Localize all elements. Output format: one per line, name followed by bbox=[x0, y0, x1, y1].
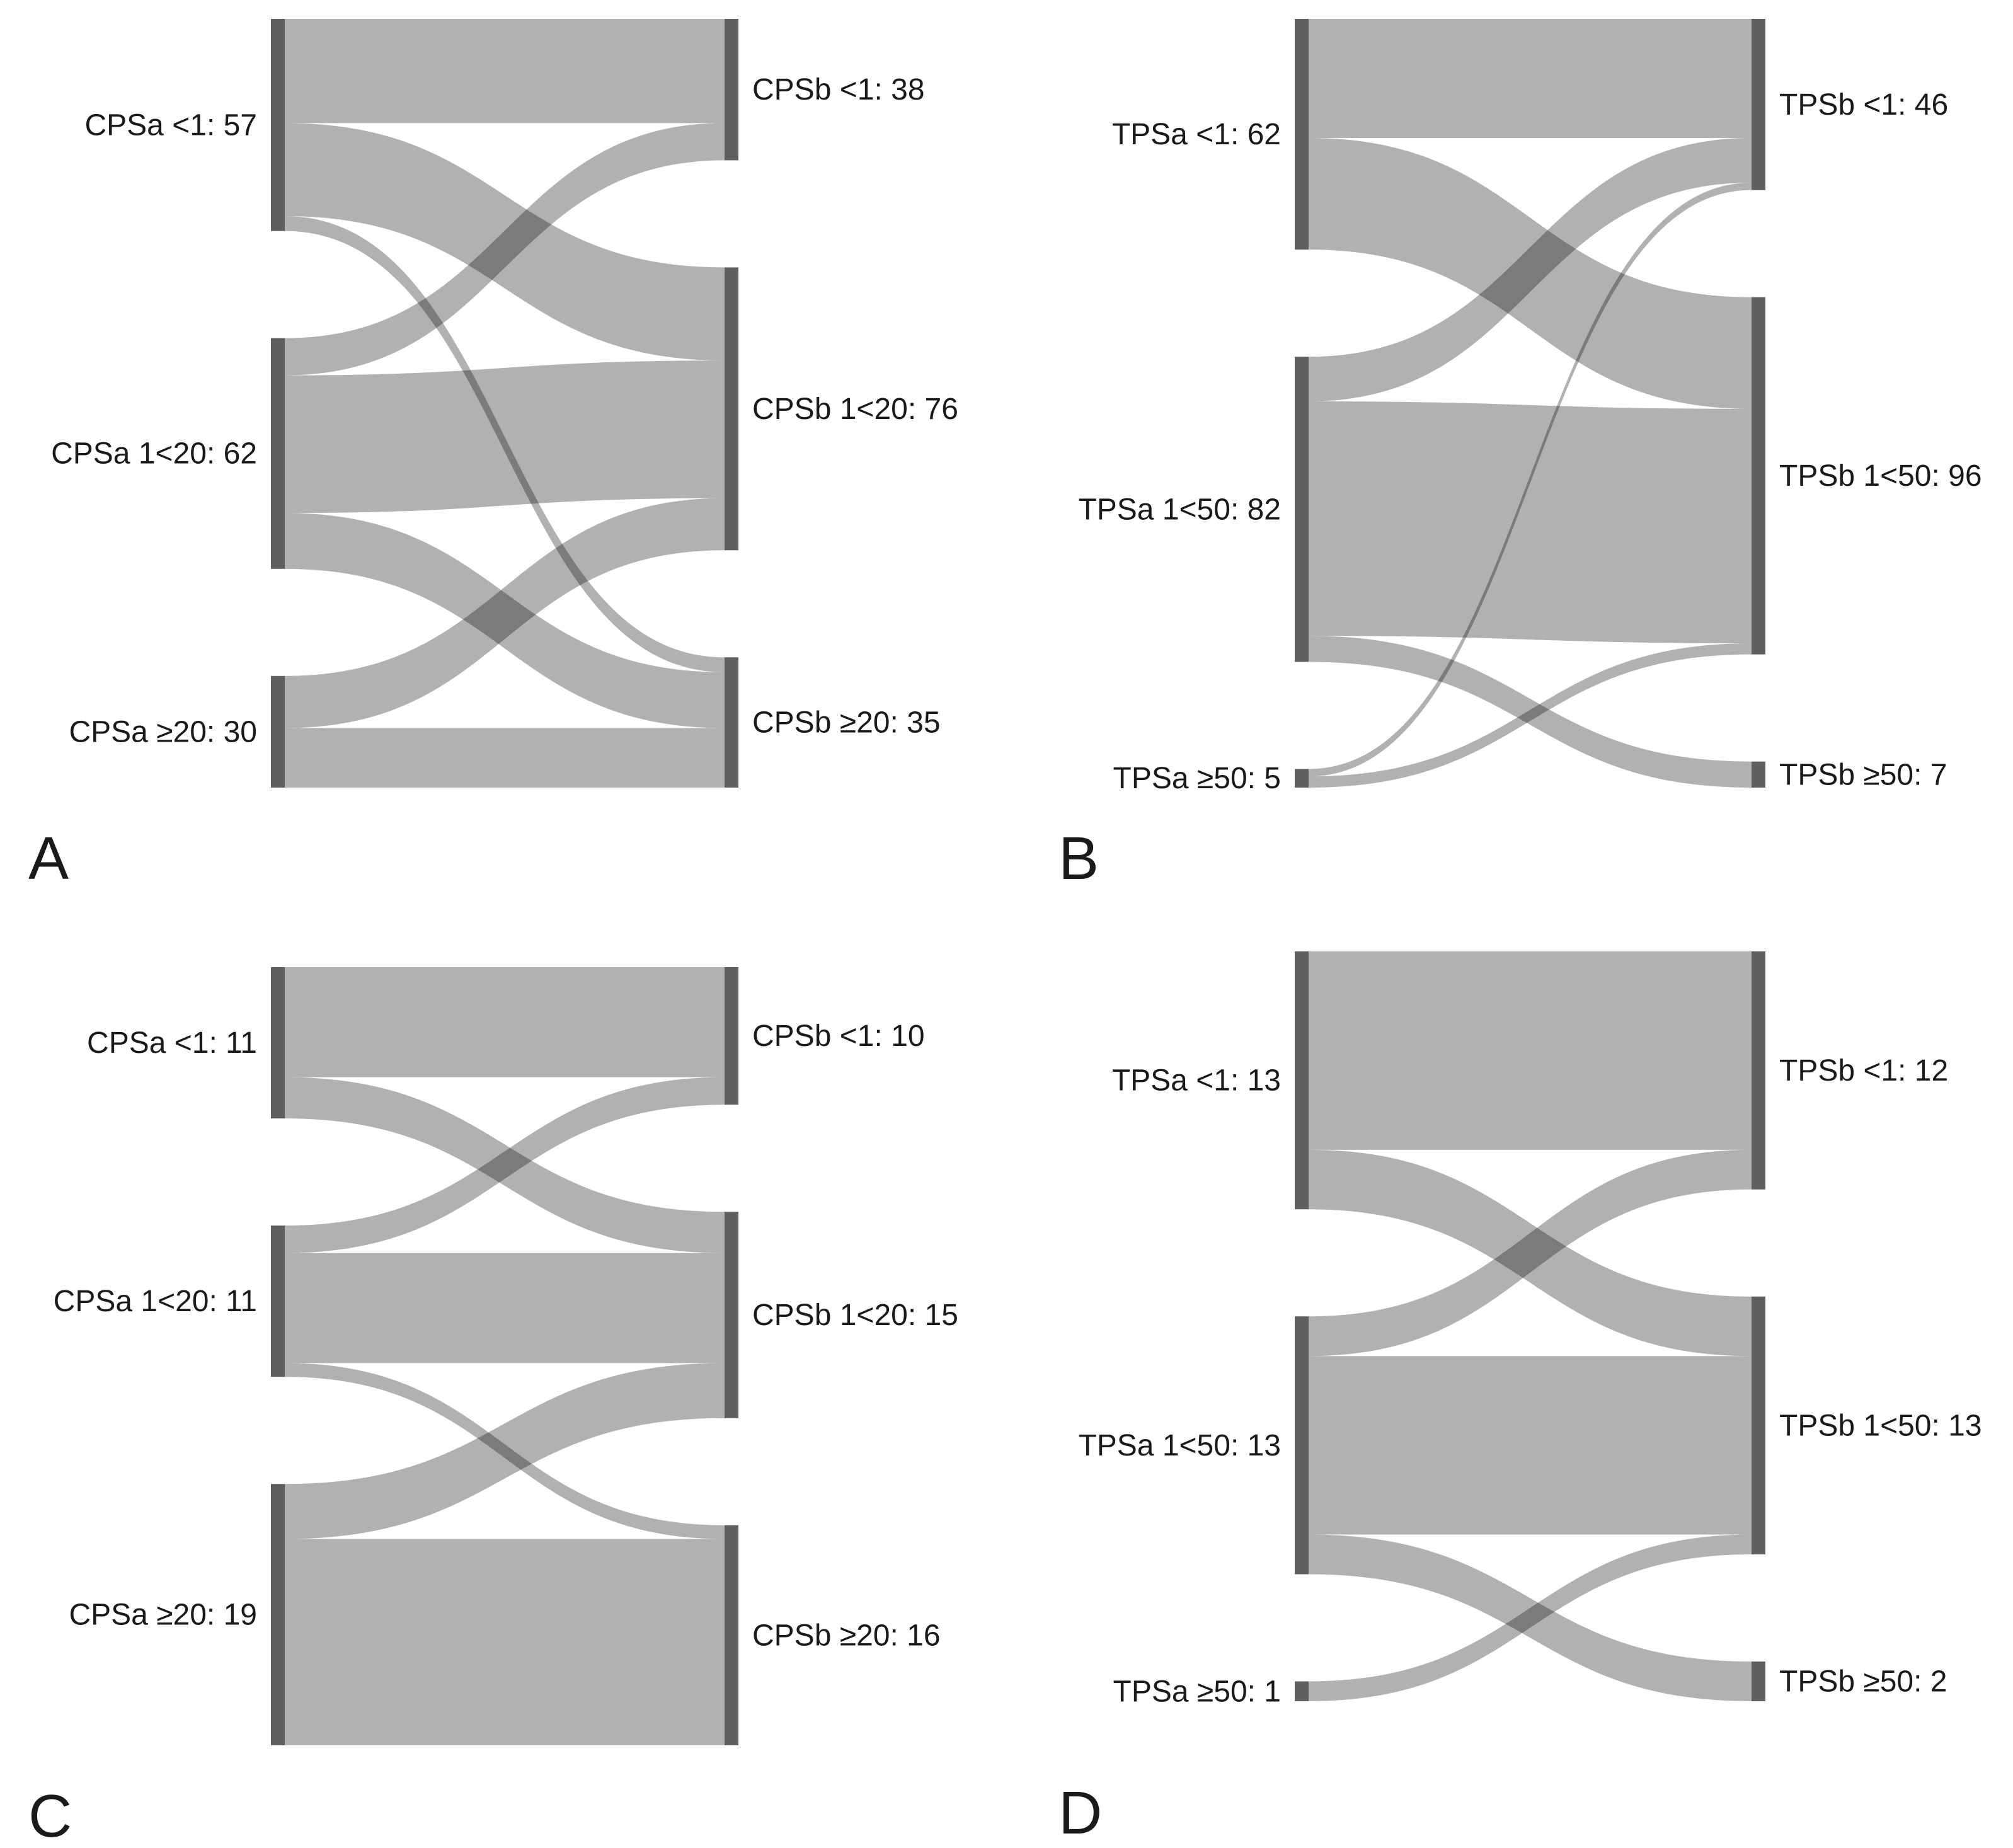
right-node-label-1: CPSb 1<20: 15 bbox=[752, 1299, 958, 1332]
left-node-label-0: TPSa <1: 13 bbox=[1112, 1064, 1281, 1098]
right-node-label-2: CPSb ≥20: 35 bbox=[752, 706, 941, 740]
left-node-1 bbox=[271, 338, 285, 569]
left-node-0 bbox=[271, 967, 285, 1119]
left-node-0 bbox=[271, 19, 285, 231]
flows bbox=[285, 19, 725, 788]
flow-2-to-2 bbox=[285, 728, 725, 788]
left-node-label-0: CPSa <1: 57 bbox=[84, 108, 257, 142]
panel-a: CPSa <1: 57 CPSa 1<20: 62 CPSa ≥20: 30 CPSb… bbox=[28, 19, 958, 892]
panel-d: TPSa <1: 13 TPSa 1<50: 13 TPSa ≥50: 1 TPSb … bbox=[1058, 951, 1982, 1847]
right-node-1 bbox=[725, 267, 738, 551]
flow-2-to-1 bbox=[285, 1363, 725, 1539]
flow-0-to-0 bbox=[285, 967, 725, 1077]
right-node-1 bbox=[1752, 1296, 1765, 1555]
flow-2-to-1 bbox=[1309, 643, 1752, 788]
left-node-1 bbox=[271, 1225, 285, 1377]
flow-1-to-0 bbox=[285, 1077, 725, 1253]
flow-2-to-1 bbox=[1309, 1534, 1752, 1701]
left-node-label-0: CPSa <1: 11 bbox=[87, 1026, 257, 1060]
flow-1-to-0 bbox=[1309, 137, 1752, 402]
flow-2-to-2 bbox=[285, 1539, 725, 1745]
left-node-label-2: CPSa ≥20: 30 bbox=[69, 715, 257, 749]
flows bbox=[285, 967, 725, 1745]
right-node-1 bbox=[1752, 297, 1765, 655]
right-node-0 bbox=[725, 967, 738, 1105]
right-node-label-1: TPSb 1<50: 13 bbox=[1779, 1409, 1982, 1442]
panel-letter: D bbox=[1058, 1779, 1102, 1847]
left-node-label-1: TPSa 1<50: 82 bbox=[1078, 493, 1281, 526]
left-node-2 bbox=[1295, 769, 1309, 788]
right-node-0 bbox=[725, 19, 738, 161]
right-node-label-2: CPSb ≥20: 16 bbox=[752, 1619, 941, 1652]
flows bbox=[1309, 951, 1752, 1701]
left-node-label-2: TPSa ≥50: 5 bbox=[1113, 762, 1281, 795]
right-node-2 bbox=[1752, 1661, 1765, 1701]
flow-2-to-0 bbox=[1309, 182, 1752, 777]
right-node-label-1: CPSb 1<20: 76 bbox=[752, 393, 958, 426]
flow-1-to-1 bbox=[285, 360, 725, 514]
panel-letter: A bbox=[28, 825, 69, 892]
left-node-0 bbox=[1295, 951, 1309, 1210]
panel-letter: C bbox=[28, 1782, 72, 1848]
left-node-2 bbox=[271, 1484, 285, 1745]
right-node-1 bbox=[725, 1212, 738, 1418]
nodes: TPSa <1: 62 TPSa 1<50: 82 TPSa ≥50: 5 TPSb … bbox=[1078, 19, 1982, 795]
left-node-label-1: TPSa 1<50: 13 bbox=[1078, 1429, 1281, 1462]
right-node-label-2: TPSb ≥50: 7 bbox=[1779, 758, 1947, 791]
right-node-2 bbox=[725, 1525, 738, 1745]
left-node-label-1: CPSa 1<20: 62 bbox=[51, 437, 257, 471]
left-node-1 bbox=[1295, 357, 1309, 662]
panel-letter: B bbox=[1058, 825, 1099, 892]
flow-0-to-0 bbox=[1309, 951, 1752, 1150]
flow-0-to-0 bbox=[1309, 19, 1752, 138]
panel-c: CPSa <1: 11 CPSa 1<20: 11 CPSa ≥20: 19 CPSb… bbox=[28, 967, 958, 1848]
left-node-label-2: CPSa ≥20: 19 bbox=[69, 1598, 257, 1632]
right-node-0 bbox=[1752, 951, 1765, 1190]
flow-2-to-1 bbox=[285, 498, 725, 728]
flows bbox=[1309, 19, 1752, 788]
flow-0-to-0 bbox=[285, 19, 725, 123]
left-node-label-0: TPSa <1: 62 bbox=[1112, 118, 1281, 151]
nodes: CPSa <1: 11 CPSa 1<20: 11 CPSa ≥20: 19 CPSb… bbox=[54, 967, 958, 1745]
left-node-label-2: TPSa ≥50: 1 bbox=[1113, 1675, 1281, 1708]
right-node-label-0: CPSb <1: 10 bbox=[752, 1019, 925, 1053]
left-node-2 bbox=[271, 675, 285, 788]
flow-1-to-1 bbox=[285, 1253, 725, 1363]
right-node-label-0: TPSb <1: 12 bbox=[1779, 1054, 1948, 1088]
left-node-0 bbox=[1295, 19, 1309, 250]
right-node-2 bbox=[725, 657, 738, 788]
nodes: TPSa <1: 13 TPSa 1<50: 13 TPSa ≥50: 1 TPSb … bbox=[1078, 951, 1982, 1708]
left-node-1 bbox=[1295, 1316, 1309, 1575]
flow-1-to-1 bbox=[1309, 1356, 1752, 1535]
left-node-2 bbox=[1295, 1681, 1309, 1701]
right-node-label-0: TPSb <1: 46 bbox=[1779, 88, 1948, 122]
right-node-0 bbox=[1752, 19, 1765, 190]
right-node-label-1: TPSb 1<50: 96 bbox=[1779, 459, 1982, 493]
right-node-label-2: TPSb ≥50: 2 bbox=[1779, 1665, 1947, 1699]
panel-b: TPSa <1: 62 TPSa 1<50: 82 TPSa ≥50: 5 TPSb … bbox=[1058, 19, 1982, 892]
flow-1-to-0 bbox=[285, 123, 725, 376]
flow-1-to-0 bbox=[1309, 1149, 1752, 1357]
nodes: CPSa <1: 57 CPSa 1<20: 62 CPSa ≥20: 30 CPSb… bbox=[51, 19, 958, 788]
flow-1-to-1 bbox=[1309, 401, 1752, 643]
right-node-label-0: CPSb <1: 38 bbox=[752, 73, 925, 106]
left-node-label-1: CPSa 1<20: 11 bbox=[54, 1285, 257, 1318]
right-node-2 bbox=[1752, 761, 1765, 788]
